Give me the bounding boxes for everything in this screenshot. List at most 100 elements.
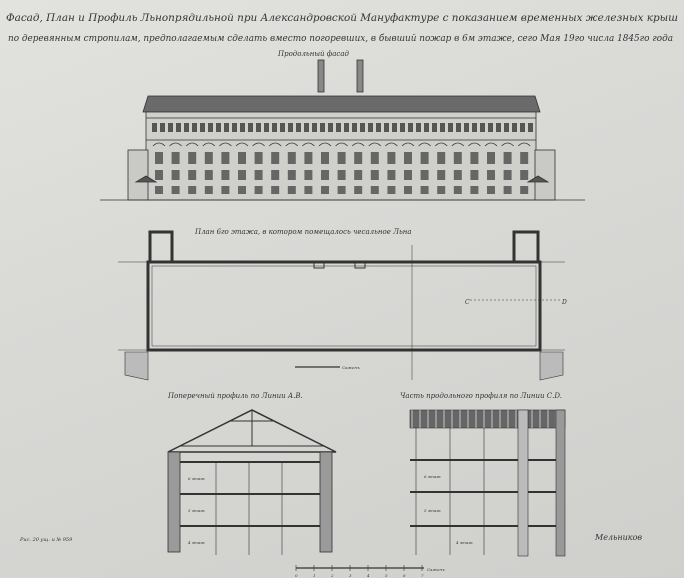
facade-arch	[434, 142, 448, 147]
scale-tick-label: 7	[421, 573, 424, 578]
facade-arch	[152, 142, 166, 147]
facade-window	[387, 170, 396, 180]
facade-attic-window	[296, 123, 301, 132]
facade-window	[487, 170, 495, 180]
facade-window	[271, 170, 280, 180]
facade-window	[221, 152, 230, 164]
facade-window	[321, 186, 329, 194]
facade-window	[287, 170, 296, 180]
facade-arch	[285, 142, 299, 147]
facade-attic-window	[488, 123, 493, 132]
facade-window	[453, 186, 462, 194]
title-line-1: Фасад, План и Профиль Льнопрядильной при…	[6, 12, 678, 24]
cross-floor-5: 5 этаж	[188, 508, 205, 513]
facade-arch	[202, 142, 216, 147]
facade-attic-window	[520, 123, 525, 132]
facade-window	[188, 186, 197, 194]
facade-window	[221, 170, 230, 180]
facade-arch	[252, 142, 265, 147]
facade-attic-window	[480, 123, 485, 132]
facade-window	[420, 170, 429, 180]
facade-arch	[501, 142, 514, 147]
signature: Мельников	[594, 533, 642, 542]
facade-attic-window	[216, 123, 221, 132]
facade-window	[487, 152, 495, 164]
facade-window	[171, 186, 180, 194]
facade-window	[271, 152, 280, 164]
facade-attic-window	[384, 123, 389, 132]
facade-window	[171, 170, 180, 180]
plan-mark-d: D	[561, 299, 567, 306]
facade-window	[188, 152, 197, 164]
scale-tick-label: 1	[313, 573, 316, 578]
facade-arch	[451, 142, 465, 147]
facade-window	[487, 186, 495, 194]
facade-attic-window	[168, 123, 173, 132]
facade-window	[503, 170, 512, 180]
facade-attic-window	[280, 123, 285, 132]
facade-attic-window	[224, 123, 229, 132]
facade-attic-window	[184, 123, 189, 132]
facade-attic-window	[376, 123, 381, 132]
facade-arch	[385, 142, 398, 147]
facade-window	[238, 170, 246, 180]
facade-arch	[368, 142, 382, 147]
facade-arch	[351, 142, 365, 147]
facade-window	[420, 186, 429, 194]
facade-attic-window	[352, 123, 357, 132]
facade-window	[254, 186, 263, 194]
facade-window	[470, 170, 479, 180]
cross-section-ab: Поперечный профиль по Линии А.В. 6 этаж …	[167, 392, 337, 555]
facade-window	[420, 152, 429, 164]
archive-note: Рис. 20 ущ. и № 959	[19, 537, 73, 543]
cross-section-label: Поперечный профиль по Линии А.В.	[167, 392, 303, 400]
facade-window	[155, 186, 163, 194]
facade-window	[404, 170, 412, 180]
facade-attic-window	[392, 123, 397, 132]
facade-arch	[335, 142, 348, 147]
facade-window	[437, 186, 446, 194]
facade-window	[254, 170, 263, 180]
facade-window	[238, 152, 246, 164]
longitudinal-section-cd: Часть продольного профиля по Линии С.D. …	[400, 392, 566, 557]
scale-tick-label: 0	[295, 573, 298, 578]
facade-attic-window	[448, 123, 453, 132]
facade-attic-window	[176, 123, 181, 132]
facade-attic-window	[256, 123, 261, 132]
facade-window	[287, 152, 296, 164]
facade-window	[271, 186, 280, 194]
facade-window	[238, 186, 246, 194]
facade-window	[453, 152, 462, 164]
facade-arch	[185, 142, 199, 147]
facade-window	[155, 152, 163, 164]
facade-window	[354, 152, 363, 164]
facade-attic-window	[328, 123, 333, 132]
facade-window	[503, 186, 512, 194]
facade-window	[470, 152, 479, 164]
facade-attic-window	[400, 123, 405, 132]
facade-arch	[302, 142, 315, 147]
scale-tick-label: 3	[349, 573, 352, 578]
facade-window	[354, 186, 363, 194]
facade-attic-window	[440, 123, 445, 132]
facade-window	[453, 170, 462, 180]
facade-arch	[418, 142, 431, 147]
facade-window	[437, 152, 446, 164]
facade-window	[221, 186, 230, 194]
facade-attic-window	[528, 123, 533, 132]
facade-window	[155, 170, 163, 180]
facade-window	[321, 152, 329, 164]
scale-bar-label: Саженъ	[427, 567, 445, 572]
facade-attic-window	[320, 123, 325, 132]
facade-window	[370, 170, 379, 180]
facade-attic-window	[160, 123, 165, 132]
facade-window	[404, 152, 412, 164]
facade-window	[204, 152, 213, 164]
facade-attic-window	[304, 123, 309, 132]
facade-attic-window	[408, 123, 413, 132]
facade-window	[520, 186, 529, 194]
facade-label: Продольный фасад	[277, 50, 350, 58]
